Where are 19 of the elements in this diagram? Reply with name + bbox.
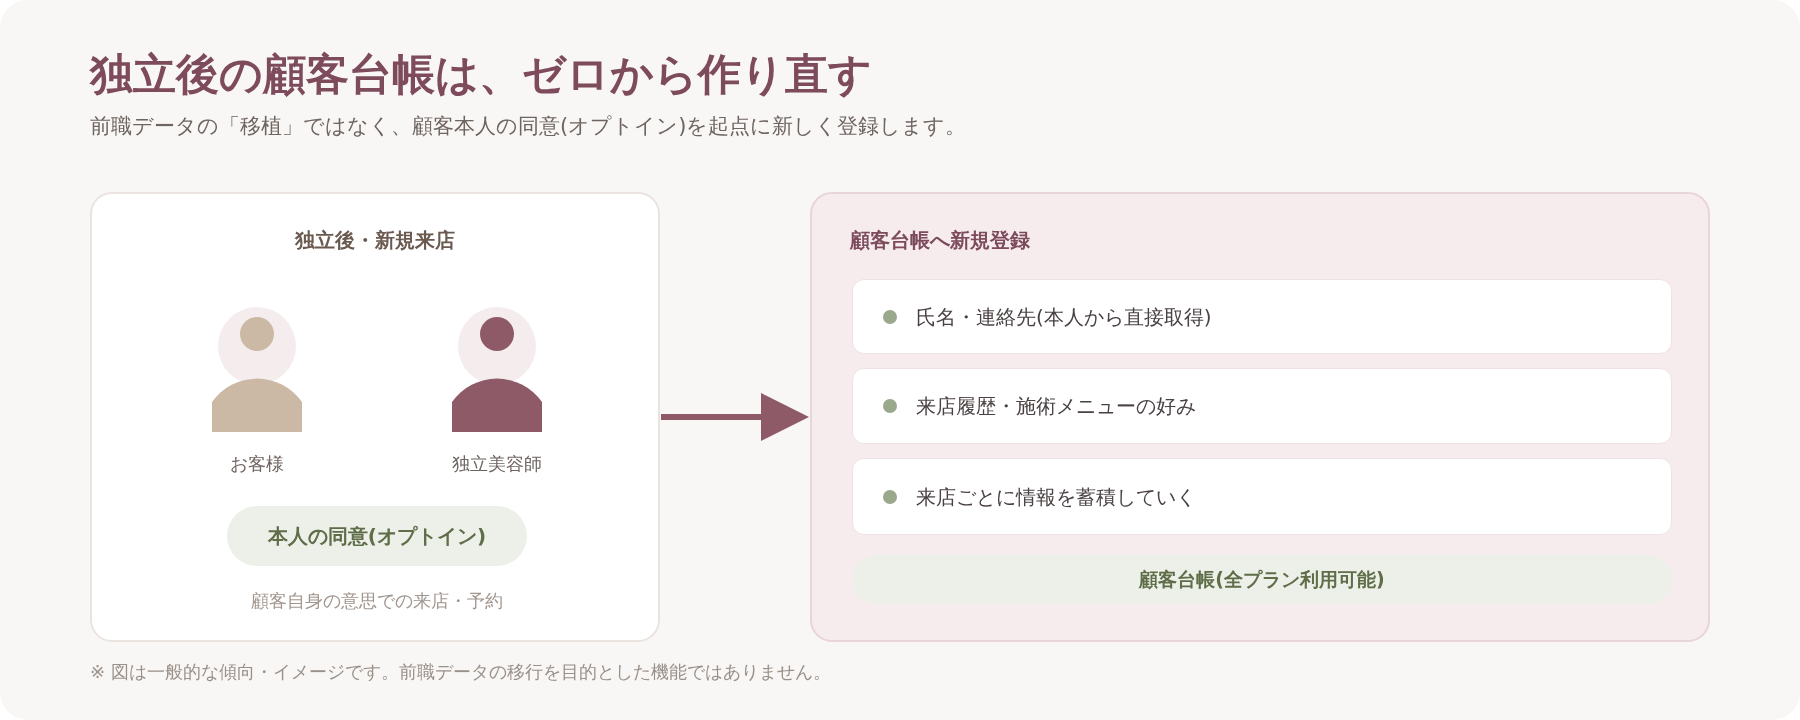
- note-text: 顧客自身の意思での来店・予約: [250, 589, 504, 613]
- consent-pill: 本人の同意(オプトイン): [227, 506, 527, 566]
- person-label: お客様: [229, 452, 285, 476]
- title: 独立後の顧客台帳は、ゼロから作り直す: [90, 48, 872, 101]
- panel-heading: 独立後・新規来店: [293, 227, 456, 254]
- panel-heading: 顧客台帳へ新規登録: [850, 227, 1030, 254]
- list-item-text: 氏名・連絡先(本人から直接取得): [916, 303, 1212, 331]
- footnote: ※ 図は一般的な傾向・イメージです。前職データの移行を目的とした機能ではありません。: [90, 660, 831, 684]
- info-bar: 顧客台帳(全プラン利用可能): [852, 555, 1672, 604]
- subtitle: 前職データの「移植」ではなく、顧客本人の同意(オプトイン)を起点に新しく登録します。: [90, 113, 967, 140]
- list-item-card: [852, 368, 1672, 444]
- card-panel: [90, 192, 660, 642]
- arrow: [661, 393, 809, 441]
- list-item-text: 来店履歴・施術メニューの好み: [916, 393, 1196, 420]
- person-label: 独立美容師: [451, 452, 543, 476]
- list-item-card: [852, 458, 1672, 535]
- list-item-card: [852, 279, 1672, 354]
- list-item-text: 来店ごとに情報を蓄積していく: [916, 483, 1196, 511]
- card-panel: [810, 192, 1710, 642]
